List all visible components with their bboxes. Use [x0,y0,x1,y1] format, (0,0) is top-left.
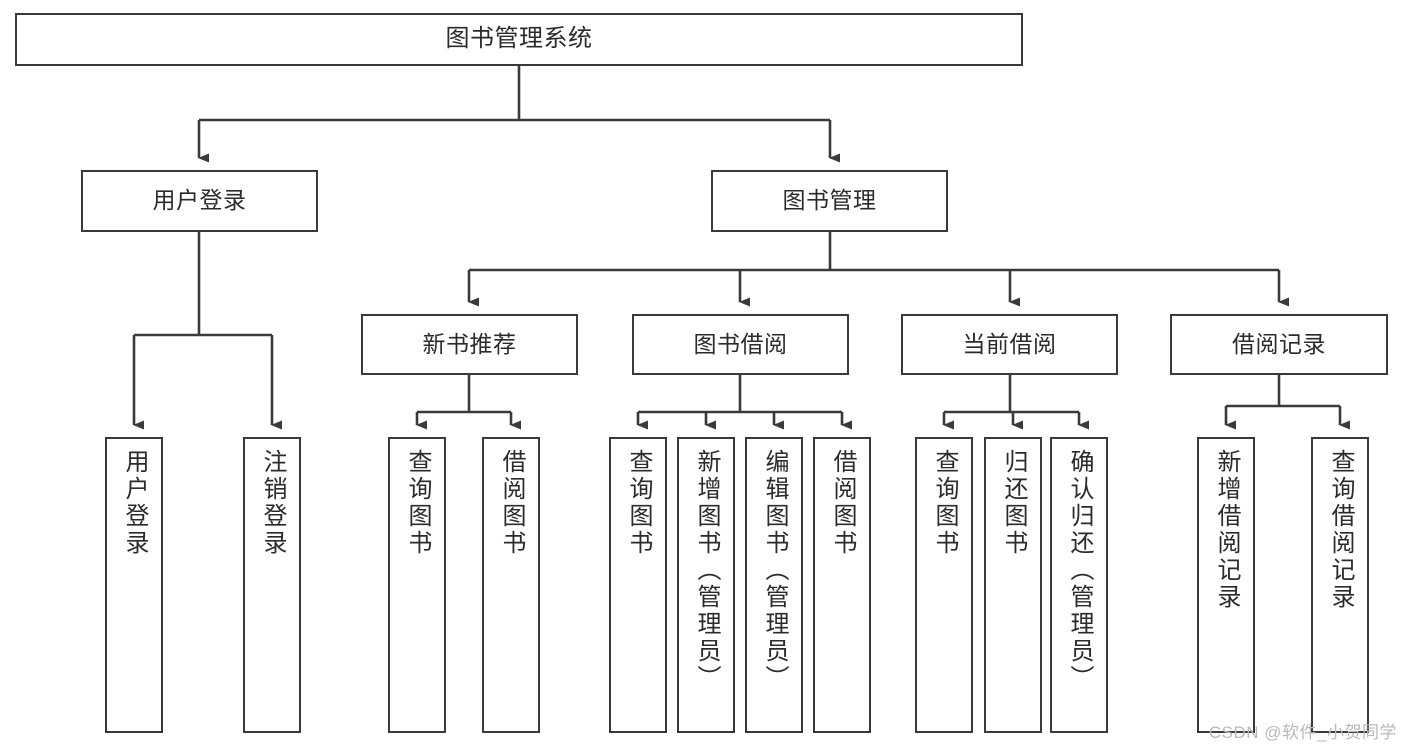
leaf-current-return[interactable]: 归还图书 [984,437,1042,733]
node-label: 确认归还（管理员） [1066,449,1093,692]
leaf-user-login-signin[interactable]: 用户登录 [105,437,163,733]
node-label: 归还图书 [1000,449,1027,557]
csdn-watermark: CSDN @软件_小贺同学 [1208,723,1397,742]
node-label: 新增图书（管理员） [693,449,720,692]
node-new-book-recommend[interactable]: 新书推荐 [361,314,578,375]
leaf-borrow-lend-book[interactable]: 借阅图书 [813,437,871,733]
node-label: 新书推荐 [422,330,517,357]
leaf-borrow-query[interactable]: 查询图书 [609,437,667,733]
node-label: 图书借阅 [693,330,788,357]
node-label: 用户登录 [121,449,148,557]
leaf-records-add[interactable]: 新增借阅记录 [1197,437,1255,733]
node-book-management[interactable]: 图书管理 [711,170,948,232]
leaf-new-book-query[interactable]: 查询图书 [388,437,446,733]
node-label: 图书管理 [782,187,877,214]
leaf-records-query[interactable]: 查询借阅记录 [1311,437,1369,733]
node-book-borrow[interactable]: 图书借阅 [632,314,849,375]
node-user-login[interactable]: 用户登录 [81,170,318,232]
leaf-current-confirm-return[interactable]: 确认归还（管理员） [1050,437,1108,733]
node-label: 查询借阅记录 [1327,449,1354,611]
node-label: 借阅图书 [498,449,525,557]
node-current-borrow[interactable]: 当前借阅 [901,314,1118,375]
node-borrow-records[interactable]: 借阅记录 [1170,314,1388,375]
leaf-current-query[interactable]: 查询图书 [915,437,973,733]
leaf-borrow-add-book[interactable]: 新增图书（管理员） [677,437,735,733]
node-label: 当前借阅 [962,330,1057,357]
leaf-borrow-edit-book[interactable]: 编辑图书（管理员） [745,437,803,733]
node-label: 编辑图书（管理员） [761,449,788,692]
node-label: 查询图书 [931,449,958,557]
node-label: 新增借阅记录 [1213,449,1240,611]
node-label: 借阅图书 [829,449,856,557]
node-label: 查询图书 [625,449,652,557]
node-label: 查询图书 [404,449,431,557]
leaf-new-book-borrow[interactable]: 借阅图书 [482,437,540,733]
leaf-user-login-signout[interactable]: 注销登录 [243,437,301,733]
node-label: 注销登录 [259,449,286,557]
node-label: 借阅记录 [1232,330,1326,357]
node-root-system[interactable]: 图书管理系统 [15,13,1023,66]
node-label: 用户登录 [152,187,247,214]
node-label: 图书管理系统 [445,25,593,53]
